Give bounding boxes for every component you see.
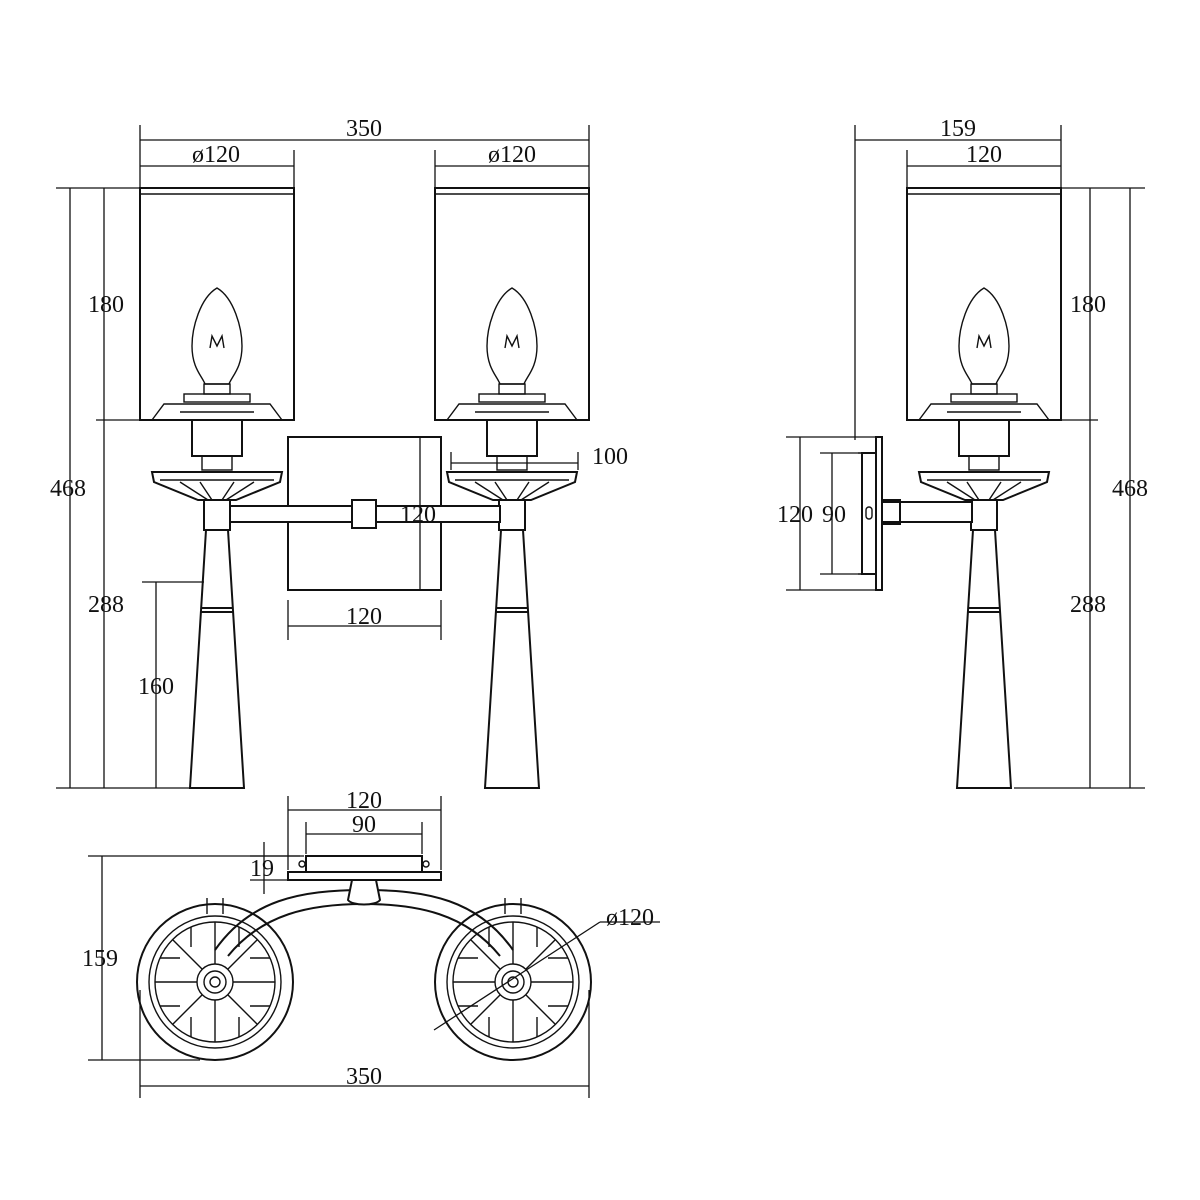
dim-front-stem-height: 160 (138, 674, 174, 700)
dim-front-cup-offset: 100 (592, 444, 628, 470)
dim-front-shade-height: 180 (88, 292, 124, 318)
top-view: 120 90 19 159 ø120 350 (82, 788, 660, 1098)
front-view: 350 ø120 ø120 468 180 288 160 120 120 (50, 116, 628, 789)
dim-front-backplate-height: 120 (400, 502, 436, 528)
right-lamp (434, 187, 590, 789)
dim-side-shade-height: 180 (1070, 292, 1106, 318)
side-plate-body (861, 452, 877, 575)
arm-connector (351, 499, 377, 529)
dim-front-backplate-width: 120 (346, 604, 382, 630)
top-wall-plate (287, 871, 442, 881)
dim-side-overall-depth: 159 (940, 116, 976, 142)
dim-side-lower-height: 288 (1070, 592, 1106, 618)
dim-top-overall-width: 350 (346, 1064, 382, 1090)
dim-front-overall-width: 350 (346, 116, 382, 142)
dim-side-total-height: 468 (1112, 476, 1148, 502)
dim-front-total-height: 468 (50, 476, 86, 502)
dim-top-overall-depth: 159 (82, 946, 118, 972)
side-view: 159 120 468 180 288 120 90 (777, 116, 1148, 789)
dim-top-plate-thickness: 19 (250, 856, 274, 882)
top-plate-body (305, 855, 423, 873)
dim-top-shade-diameter: ø120 (606, 905, 654, 931)
dim-left-shade-diameter: ø120 (192, 142, 240, 168)
dim-top-plate-inner: 90 (352, 812, 376, 838)
dim-right-shade-diameter: ø120 (488, 142, 536, 168)
dim-side-backplate-inner: 90 (822, 502, 846, 528)
side-lamp (906, 187, 1062, 789)
dim-side-shade-width: 120 (966, 142, 1002, 168)
dim-side-backplate-outer: 120 (777, 502, 813, 528)
dim-top-plate-width: 120 (346, 788, 382, 814)
side-arm (881, 501, 973, 523)
dim-front-lower-height: 288 (88, 592, 124, 618)
